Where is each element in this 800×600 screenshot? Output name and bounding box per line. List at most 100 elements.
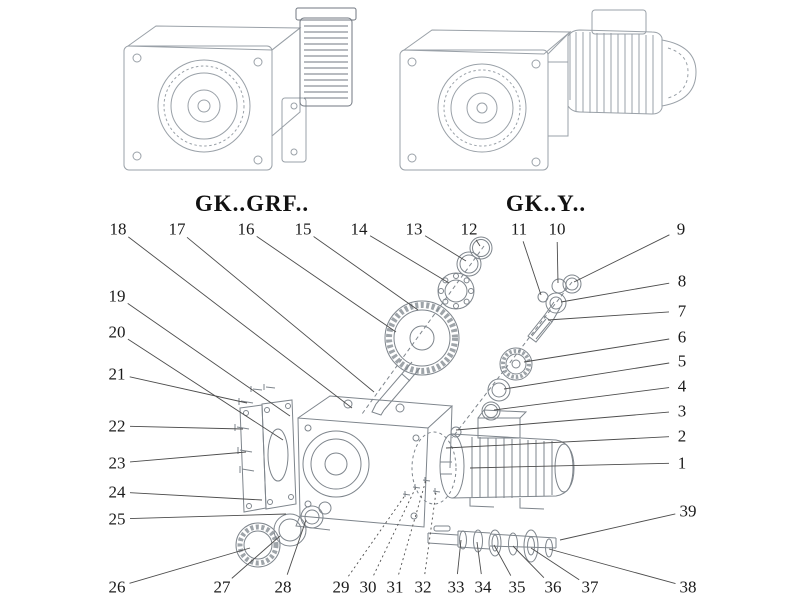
leader-line-27 — [231, 535, 281, 579]
part-number-28: 28 — [275, 578, 292, 597]
leader-line-35 — [493, 544, 512, 576]
leader-line-28 — [286, 519, 307, 575]
part-number-29: 29 — [333, 578, 350, 597]
output-bearing-rings — [235, 501, 332, 568]
part-number-30: 30 — [360, 578, 377, 597]
mounting-flange-plates — [239, 399, 297, 513]
part-number-21: 21 — [109, 365, 126, 384]
helical-gear-large — [384, 300, 460, 376]
part-number-27: 27 — [214, 578, 232, 597]
gearbox-drawing-gk-grf — [123, 7, 357, 171]
leader-line-1 — [469, 462, 670, 469]
part-number-9: 9 — [677, 220, 686, 239]
leader-line-4 — [493, 387, 670, 411]
part-number-20: 20 — [109, 323, 126, 342]
part-number-13: 13 — [406, 220, 423, 239]
leader-line-36 — [512, 545, 545, 579]
part-number-7: 7 — [678, 302, 687, 321]
leader-line-18 — [128, 236, 353, 409]
model-label-gk-y: GK..Y.. — [505, 191, 587, 216]
part-number-1: 1 — [678, 454, 687, 473]
part-number-6: 6 — [678, 328, 687, 347]
assembly-axis-main — [361, 245, 485, 415]
leader-line-25 — [129, 513, 287, 520]
exploded-assembly-drawing — [234, 236, 582, 568]
part-number-11: 11 — [511, 220, 527, 239]
model-label-gk-grf: GK..GRF.. — [194, 191, 310, 216]
part-number-26: 26 — [109, 578, 126, 597]
electric-motor — [439, 409, 575, 510]
part-number-23: 23 — [109, 454, 126, 473]
part-number-19: 19 — [109, 287, 126, 306]
leader-line-15 — [313, 236, 419, 311]
gearbox-drawing-gk-y — [399, 9, 697, 171]
part-number-18: 18 — [110, 220, 127, 239]
leader-line-9 — [573, 234, 670, 283]
leader-line-16 — [256, 236, 397, 333]
part-number-12: 12 — [461, 220, 478, 239]
leader-line-33 — [456, 539, 462, 575]
leader-line-24 — [129, 492, 263, 501]
leader-line-12 — [475, 239, 481, 247]
part-number-8: 8 — [678, 272, 687, 291]
gear-housing — [295, 395, 462, 531]
leader-line-8 — [560, 282, 670, 303]
leader-line-7 — [547, 311, 670, 321]
leader-line-14 — [369, 235, 450, 284]
leader-line-20 — [127, 338, 284, 441]
part-number-31: 31 — [387, 578, 404, 597]
leader-line-39 — [559, 513, 676, 541]
part-number-17: 17 — [169, 220, 187, 239]
assembly-screws — [402, 477, 441, 497]
leader-line-6 — [523, 338, 670, 363]
part-number-14: 14 — [351, 220, 369, 239]
leader-line-30 — [373, 486, 417, 576]
part-number-10: 10 — [549, 220, 566, 239]
leader-line-38 — [548, 548, 676, 585]
part-number-34: 34 — [475, 578, 493, 597]
part-number-36: 36 — [545, 578, 562, 597]
leader-line-17 — [186, 236, 375, 393]
leader-line-22 — [129, 425, 244, 430]
input-adapter-finned — [295, 7, 357, 107]
leader-line-21 — [129, 376, 248, 404]
part-number-5: 5 — [678, 352, 687, 371]
part-number-22: 22 — [109, 417, 126, 436]
part-number-24: 24 — [109, 483, 127, 502]
part-number-2: 2 — [678, 427, 687, 446]
part-number-4: 4 — [678, 377, 687, 396]
assembly-axis-input — [451, 281, 573, 439]
leader-lines — [127, 234, 676, 585]
leader-line-31 — [398, 479, 427, 575]
part-number-37: 37 — [582, 578, 600, 597]
leader-line-34 — [476, 541, 482, 575]
bearing-large-icon — [437, 272, 475, 310]
leader-line-26 — [129, 547, 251, 584]
leader-line-23 — [129, 451, 247, 463]
part-number-15: 15 — [295, 220, 312, 239]
output-shaft-assembly — [427, 525, 557, 563]
leader-line-10 — [556, 241, 559, 284]
part-number-38: 38 — [680, 578, 697, 597]
part-number-39: 39 — [680, 502, 697, 521]
motor-drawing — [567, 9, 697, 115]
part-number-16: 16 — [238, 220, 255, 239]
part-number-33: 33 — [448, 578, 465, 597]
gear-small-icon — [481, 347, 533, 421]
retaining-rings-upper — [456, 236, 493, 277]
leader-line-11 — [522, 241, 542, 296]
leader-line-29 — [348, 493, 407, 577]
part-number-35: 35 — [509, 578, 526, 597]
leader-line-32 — [424, 491, 437, 575]
leader-line-19 — [127, 303, 291, 417]
leader-line-13 — [424, 235, 467, 262]
input-pinion-assembly — [527, 274, 582, 343]
leader-line-3 — [455, 411, 670, 431]
part-number-25: 25 — [109, 510, 126, 529]
part-number-3: 3 — [678, 402, 687, 421]
leader-line-37 — [530, 547, 580, 581]
part-number-32: 32 — [415, 578, 432, 597]
